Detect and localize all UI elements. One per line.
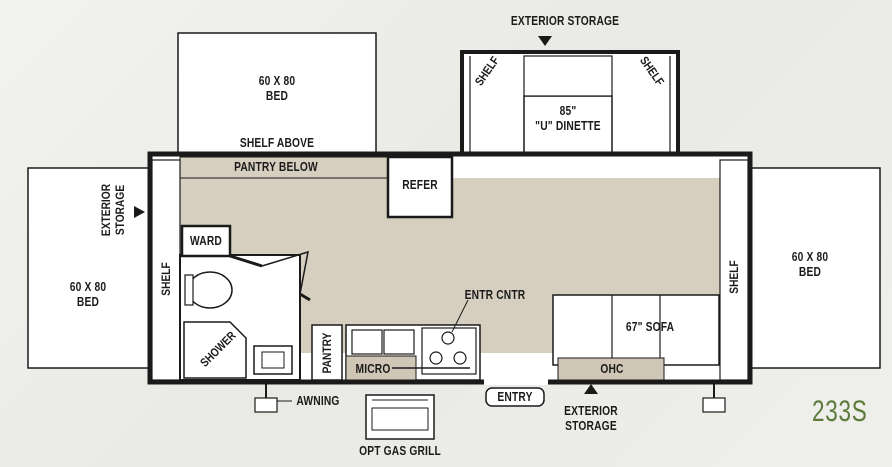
burner-3 [453, 351, 467, 365]
tent-bed-left [27, 167, 151, 369]
bath-door-swing [261, 250, 309, 295]
pantry-cabinet [311, 324, 343, 381]
micro-label: MICRO [355, 362, 391, 376]
burner-2 [429, 351, 443, 365]
shelf-right-column [719, 159, 749, 381]
dinette-label: 85" "U" DINETTE [535, 104, 601, 133]
arrow-down-top-icon [538, 36, 552, 46]
bath-door-jamb [299, 292, 311, 302]
bed-left-label: 60 X 80 BED [69, 280, 107, 309]
exterior-storage-left-label: EXTERIOR STORAGE [99, 183, 127, 237]
shelf-above-label: SHELF ABOVE [239, 136, 315, 150]
refer-box [386, 155, 454, 219]
entr-cntr-leader [451, 299, 469, 333]
bath-wall-top [229, 254, 263, 268]
dinette-table [523, 95, 613, 163]
ward-label: WARD [190, 234, 222, 248]
opt-gas-grill-label: OPT GAS GRILL [359, 444, 441, 458]
ohc-label: OHC [600, 362, 624, 376]
ohc-cabinet [557, 357, 665, 381]
shelf-left-column [151, 159, 181, 381]
arrow-right-left-icon [134, 206, 145, 218]
pantry-below-label: PANTRY BELOW [234, 160, 318, 174]
exterior-storage-bottom-label: EXTERIOR STORAGE [564, 404, 618, 433]
toilet-bowl [187, 271, 233, 309]
bed-right-label: 60 X 80 BED [791, 250, 829, 279]
shower-stall [183, 321, 247, 379]
refer-label: REFER [402, 178, 438, 192]
tent-bed-top [177, 32, 377, 156]
gas-grill-inner [371, 407, 429, 431]
dinette-seat-back [523, 55, 613, 97]
kitchen-sink-right [383, 329, 415, 355]
shelf-left-label: SHELF [159, 262, 173, 296]
burner-1 [441, 331, 455, 345]
jack-left-pad [254, 397, 278, 413]
entry-label: ENTRY [497, 390, 533, 404]
jack-right-pad [702, 397, 726, 413]
pantry-label: PANTRY [320, 332, 334, 374]
awning-label: AWNING [296, 394, 340, 408]
entry-box [485, 387, 545, 407]
wardrobe [180, 224, 232, 258]
exterior-storage-top-label: EXTERIOR STORAGE [510, 14, 620, 28]
sofa-label: 67" SOFA [625, 320, 675, 334]
shelf-right-label: SHELF [727, 260, 741, 294]
arrow-up-bottom-icon [584, 384, 598, 394]
model-number: 233S [812, 395, 868, 428]
tent-bed-right [749, 167, 881, 369]
bed-top-label: 60 X 80 BED [258, 74, 296, 103]
bath-sink-basin [261, 351, 285, 369]
entr-cntr-label: ENTR CNTR [464, 288, 526, 302]
kitchen-sink-left [351, 329, 383, 355]
toilet-tank [184, 274, 194, 306]
sofa-frame [552, 294, 720, 366]
bath-sink [253, 345, 293, 375]
